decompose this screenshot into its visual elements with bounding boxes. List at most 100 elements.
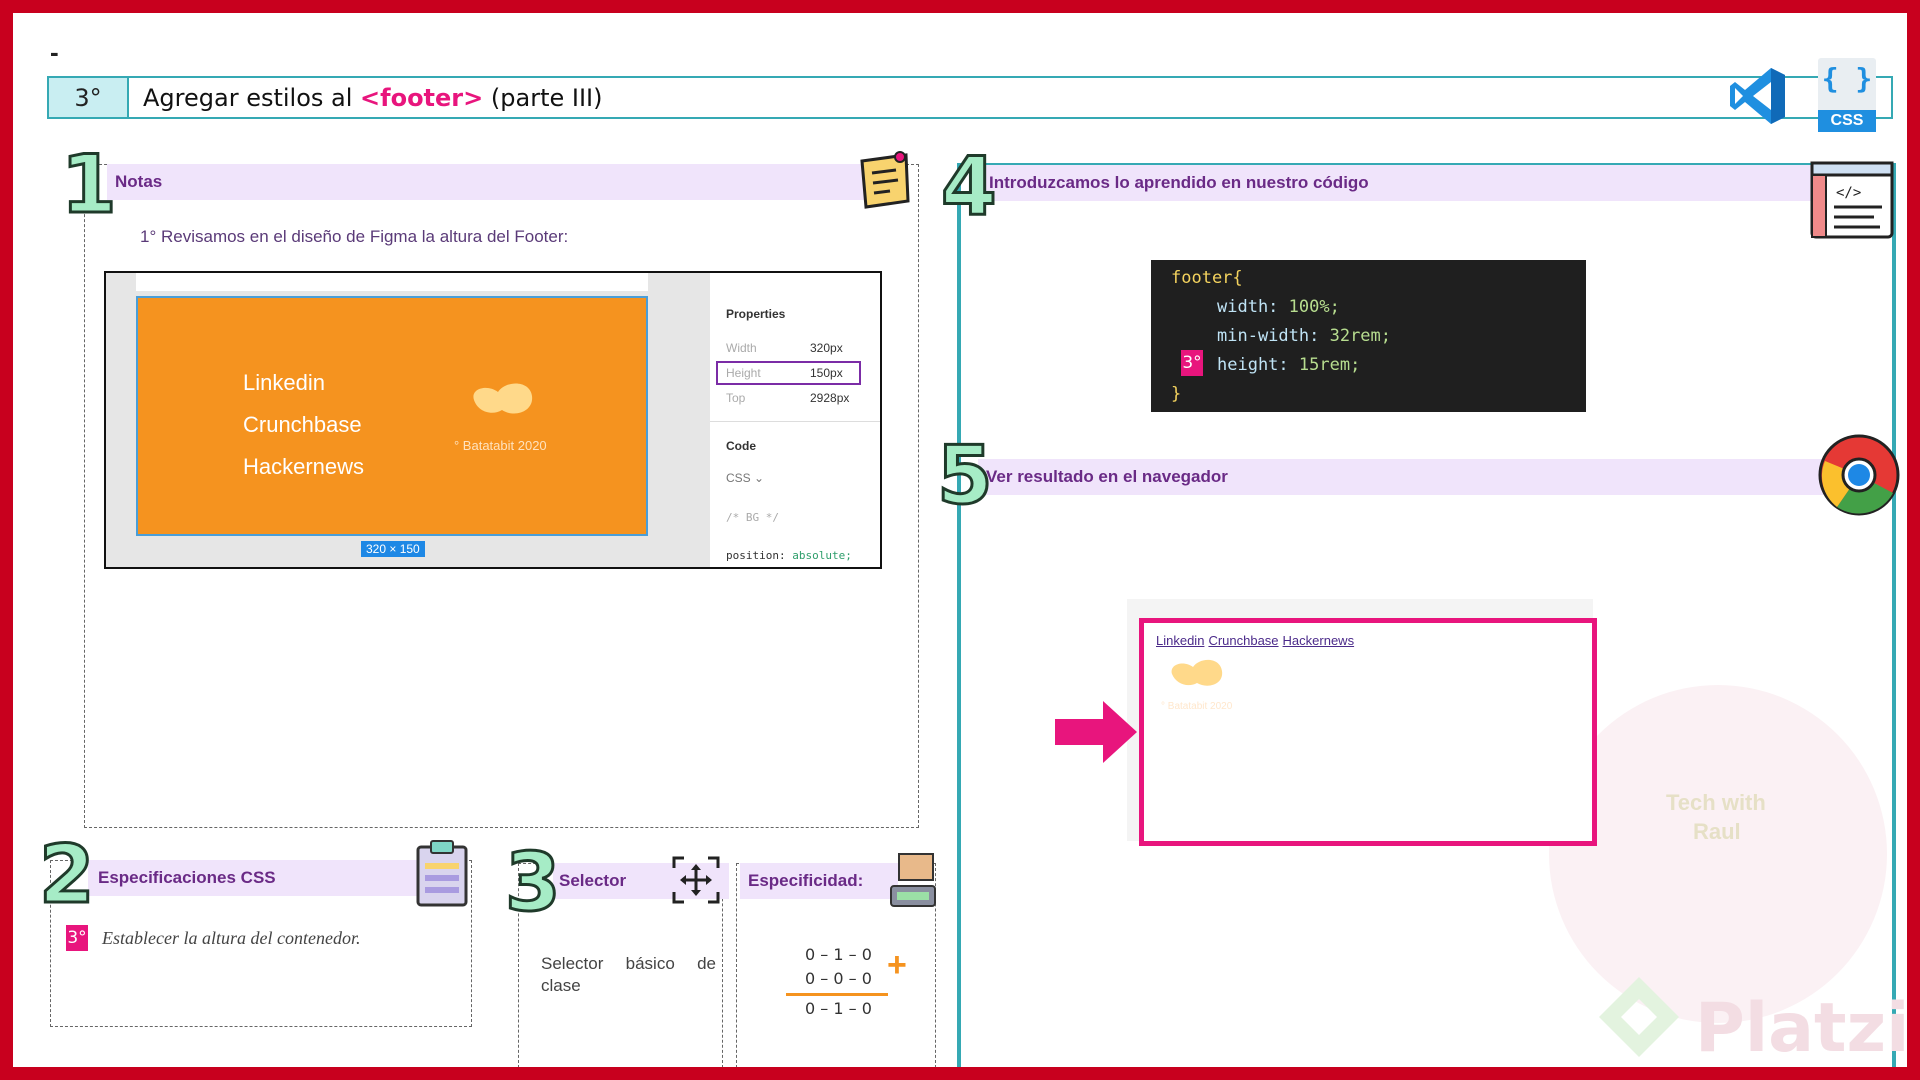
code-line-3-value: 15rem; [1288,355,1361,375]
section-number-1: 1 [60,138,119,231]
figma-link-crunchbase: Crunchbase [243,412,362,437]
code-comment: /* BG */ [726,511,779,524]
specificity-line-2: 0 – 0 – 0 [805,969,872,988]
property-top-value: 2928px [810,391,850,405]
selector-text: Selector básico de clase [541,954,716,995]
code-line-2-prop: min-width: [1217,326,1320,346]
move-selector-icon [672,856,720,904]
section-number-3: 3 [504,836,563,929]
code-value: absolute; [792,549,852,562]
code-editor-icon: </> [1810,161,1894,239]
section-number-5: 5 [936,429,995,522]
properties-title: Properties [726,307,786,321]
notes-text: 1° Revisamos en el diseño de Figma la al… [140,227,569,246]
figma-footer-links: Linkedin Crunchbase Hackernews [243,362,364,488]
specificity-title: Especificidad: [748,871,864,890]
plus-icon: + [887,946,907,984]
specs-title: Especificaciones CSS [98,868,276,887]
code-line: position: absolute; [726,549,866,562]
sticky-note-icon [860,151,910,209]
section-number-2: 2 [38,828,97,921]
figma-canvas-top [136,273,648,291]
css-code-block: footer{ width: 100%; min-width: 32rem; h… [1151,260,1586,412]
browser-section-title: Ver resultado en el navegador [986,467,1228,486]
figma-link-hackernews: Hackernews [243,454,365,479]
title-suffix: (parte III) [483,83,603,112]
dash-mark: - [50,37,59,67]
css-label: CSS [1818,110,1876,132]
specificity-sum-line [786,993,888,996]
browser-result-highlight [1139,618,1597,846]
code-section-title: Introduzcamos lo aprendido en nuestro có… [989,173,1369,192]
property-height-value: 150px [810,366,843,380]
code-line-3-prop: height: [1217,355,1289,375]
css-braces: { } [1821,62,1873,95]
browser-link-crunchbase: Crunchbase [1208,633,1279,648]
slide-title: Agregar estilos al <footer> (parte III) [129,84,602,112]
code-line-2-value: 32rem; [1319,326,1392,346]
code-line-1-prop: width: [1217,297,1279,317]
property-width-value: 320px [810,341,843,355]
title-highlight: <footer> [360,83,484,112]
watermark-line-1: Tech with [1666,790,1766,815]
specificity-header: Especificidad: [740,863,898,899]
figma-link-linkedin: Linkedin [243,370,325,395]
arrow-right-icon [1055,701,1137,763]
figma-dimension-tag: 320 × 150 [361,541,425,557]
specs-text: Establecer la altura del contenedor. [102,928,361,948]
figma-copyright: ° Batatabit 2020 [454,438,547,453]
specs-header: Especificaciones CSS [88,860,428,896]
platzi-watermark: Platzi [1695,989,1910,1068]
code-badge: 3° [1181,350,1203,376]
properties-divider [710,421,880,422]
browser-batatabit-logo-icon [1171,659,1223,686]
figma-screenshot: Linkedin Crunchbase Hackernews ° Batatab… [104,271,882,569]
title-bar: 3° Agregar estilos al <footer> (parte II… [47,76,1893,119]
code-prop: position: [726,549,786,562]
notes-title: Notas [115,172,163,191]
footer-design-preview: Linkedin Crunchbase Hackernews ° Batatab… [136,296,648,536]
specificity-line-1: 0 – 1 – 0 [805,945,872,964]
section-number-4: 4 [940,140,999,233]
code-line-3: height: 15rem; [1171,351,1586,380]
clipboard-icon [416,840,468,907]
code-line-1-value: 100%; [1278,297,1340,317]
specificity-result: 0 – 1 – 0 [805,999,872,1018]
watermark-circle [1549,685,1887,1023]
property-top-label: Top [726,391,746,405]
platzi-logo-icon [1599,977,1679,1057]
figma-properties-panel: Properties Width 320px Height 150px Top 292… [710,273,880,567]
browser-copyright: ° Batatabit 2020 [1161,701,1233,712]
property-top: Top 2928px [726,391,866,405]
chrome-icon [1818,434,1900,516]
property-height: Height 150px [726,366,866,380]
browser-section-header: Ver resultado en el navegador [978,459,1831,495]
title-text: Agregar estilos al [143,83,361,112]
property-height-label: Height [726,366,761,380]
vscode-icon [1730,68,1785,124]
browser-link-hackernews: Hackernews [1282,633,1355,648]
step-number: 3° [49,78,129,117]
css-file-icon: { } CSS [1818,58,1876,134]
code-selector: footer{ [1171,268,1243,288]
watermark-line-2: Raul [1693,819,1741,844]
height-highlight-box [716,361,861,385]
batatabit-logo-icon [473,383,533,414]
svg-text:</>: </> [1836,185,1861,201]
code-line-1: width: 100%; [1171,293,1586,322]
notes-header: Notas [107,164,875,200]
code-line-2: min-width: 32rem; [1171,322,1586,351]
code-lang: CSS ⌄ [726,471,765,485]
code-section-header: Introduzcamos lo aprendido en nuestro có… [981,165,1819,201]
specs-badge: 3° [66,925,88,951]
property-width: Width 320px [726,341,866,355]
code-closing: } [1171,384,1182,404]
specificity-values: 0 – 1 – 0 0 – 0 – 0 [805,943,872,991]
property-width-label: Width [726,341,757,355]
scale-box-icon [890,853,936,907]
code-title: Code [726,439,756,453]
browser-link-linkedin: Linkedin [1156,633,1205,648]
selector-title: Selector [559,871,627,890]
